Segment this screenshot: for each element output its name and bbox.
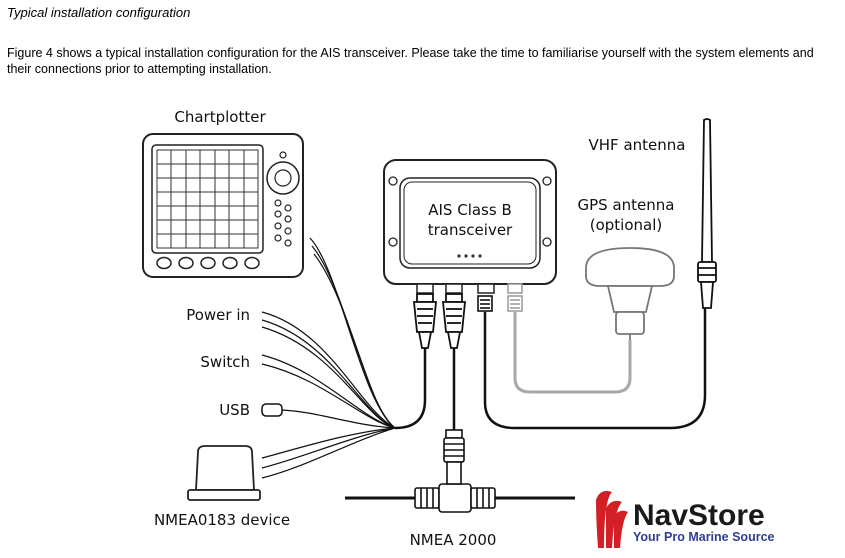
chartplotter-screen <box>156 149 259 249</box>
transceiver-label-line1: AIS Class B <box>428 201 512 219</box>
nmea2000-label: NMEA 2000 <box>410 531 497 549</box>
fanout-wires <box>261 237 396 479</box>
gps-connector <box>507 295 523 312</box>
gps-cable <box>513 312 632 394</box>
nmea2000-top-connector <box>442 293 466 349</box>
power-in-label: Power in <box>186 306 250 324</box>
usb-plug <box>261 403 283 417</box>
switch-label: Switch <box>200 353 250 371</box>
navstore-wordmark: NavStore <box>633 499 765 532</box>
vhf-cable <box>483 308 707 430</box>
gps-antenna-label-line2: (optional) <box>590 216 663 234</box>
intro-paragraph: Figure 4 shows a typical installation co… <box>7 46 814 76</box>
rotary-knob <box>266 151 300 195</box>
chartplotter-unit <box>142 133 304 278</box>
navstore-flame-icon <box>596 491 628 548</box>
side-buttons <box>274 199 292 247</box>
bottom-buttons <box>156 256 260 270</box>
transceiver-label-line2: transceiver <box>428 221 513 239</box>
nmea2000-tee-drop-connector <box>443 429 465 485</box>
ais-transceiver-unit: AIS Class B transceiver <box>383 159 557 294</box>
gps-antenna-label-line1: GPS antenna <box>578 196 675 214</box>
vhf-antenna <box>697 118 717 309</box>
power-connector <box>413 293 437 349</box>
section-heading: Typical installation configuration <box>7 5 191 20</box>
vhf-connector <box>477 295 493 312</box>
power-data-cable <box>394 348 427 430</box>
chartplotter-label: Chartplotter <box>174 108 266 126</box>
nmea0183-device <box>187 445 261 501</box>
vhf-antenna-label: VHF antenna <box>589 136 686 154</box>
navstore-tagline: Your Pro Marine Source <box>633 530 775 544</box>
gps-antenna <box>585 247 675 340</box>
navstore-logo: NavStore Your Pro Marine Source <box>596 491 775 548</box>
usb-label: USB <box>219 401 250 419</box>
nmea0183-label: NMEA0183 device <box>154 511 290 529</box>
nmea2000-backbone <box>345 483 575 513</box>
